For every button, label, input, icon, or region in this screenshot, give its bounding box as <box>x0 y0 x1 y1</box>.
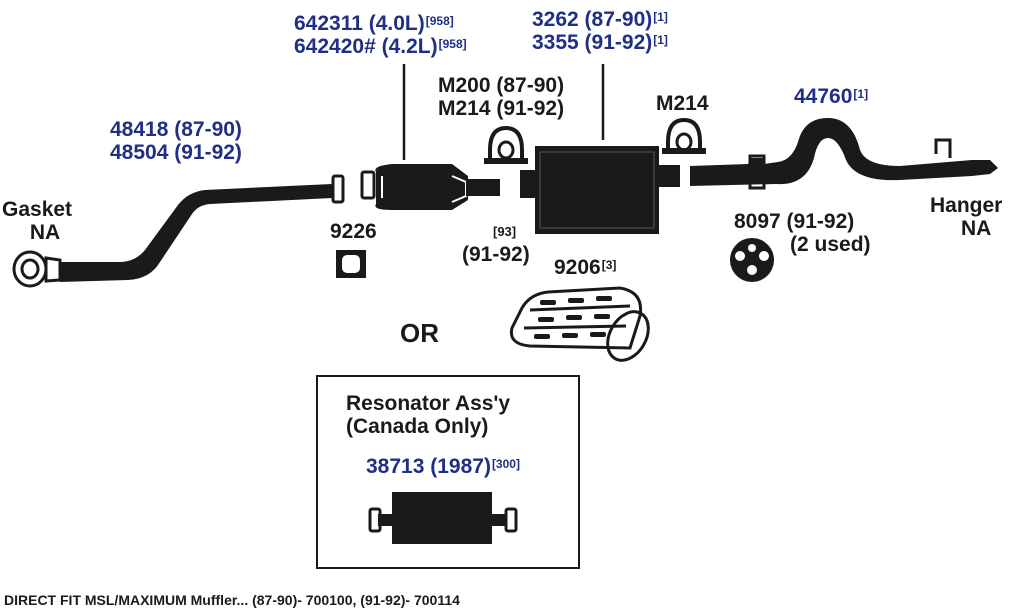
muffler-label: 3262 (87-90)[1] 3355 (91-92)[1] <box>532 8 668 54</box>
or-label: OR <box>400 318 439 348</box>
gasket-na-label: Gasket NA <box>2 198 73 244</box>
resonator-title: Resonator Ass'y (Canada Only) <box>346 392 511 438</box>
heat-shield-label: 9206[3] <box>554 256 617 279</box>
tailpipe <box>690 118 998 186</box>
resonator <box>368 492 518 544</box>
tailpipe-label: 44760[1] <box>794 85 869 108</box>
insulator-label: 8097 (91-92) (2 used) <box>734 210 871 256</box>
hanger-na-label: Hanger NA <box>930 194 1003 240</box>
gasket-9226-label: 9226 <box>330 220 377 243</box>
footer-note: DIRECT FIT MSL/MAXIMUM Muffler... (87-90… <box>4 592 460 608</box>
converter-label: 642311 (4.0L)[958] 642420# (4.2L)[958] <box>294 12 467 58</box>
note-91-92-label: (91-92) <box>462 243 530 266</box>
front-gasket-flange <box>12 250 62 288</box>
clamps-label: M200 (87-90) M214 (91-92) <box>438 74 565 120</box>
catalytic-converter <box>360 164 500 210</box>
hanger-bracket <box>934 138 952 158</box>
resonator-box <box>316 375 580 569</box>
heat-shield-9206 <box>509 286 650 362</box>
front-pipe-label: 48418 (87-90) 48504 (91-92) <box>110 118 242 164</box>
front-pipe-end-ring <box>331 174 345 204</box>
gasket-9226 <box>336 250 366 278</box>
rear-clamp-label: M214 <box>656 92 709 115</box>
muffler <box>520 146 680 234</box>
front-pipe <box>60 184 332 282</box>
insulator-8097 <box>730 238 774 282</box>
rear-clamp <box>662 117 706 154</box>
heat-shield-slots <box>534 296 612 339</box>
resonator-part-label: 38713 (1987)[300] <box>366 455 520 478</box>
note-93-label: [93] <box>493 224 517 239</box>
front-clamp <box>484 125 528 164</box>
